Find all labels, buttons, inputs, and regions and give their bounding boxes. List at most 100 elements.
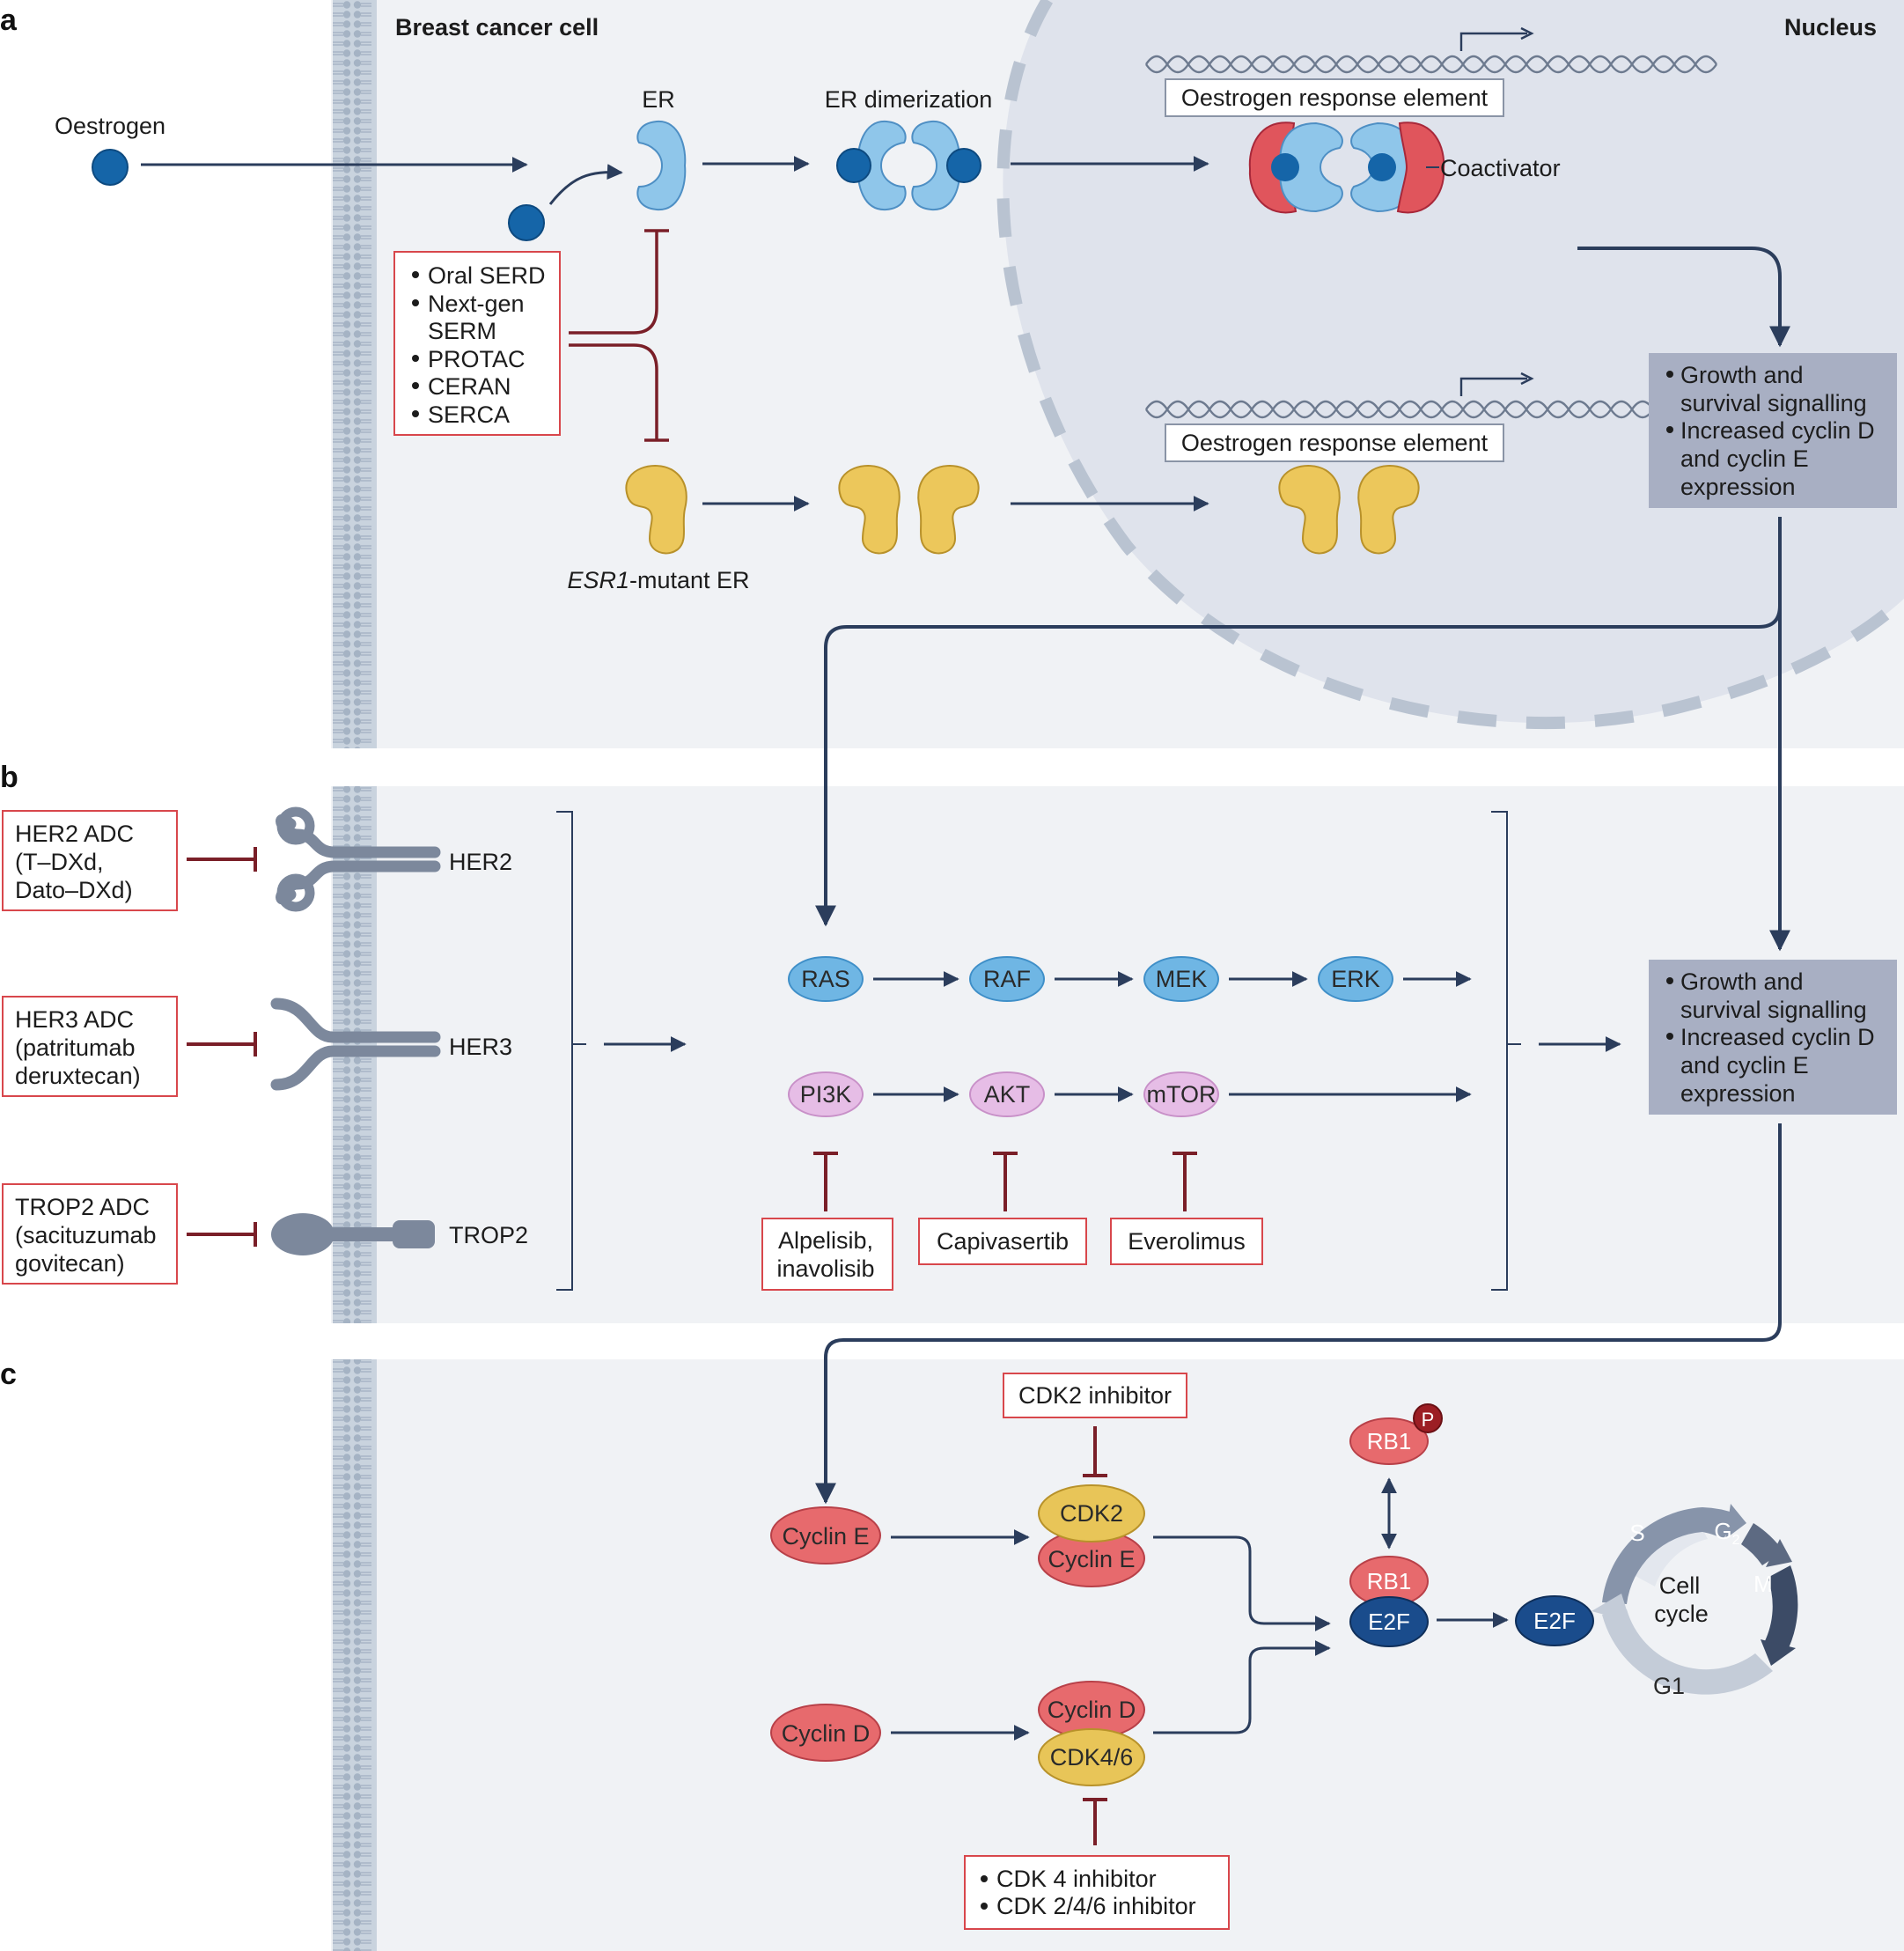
er-dimer-with-coactivator [1248,121,1445,214]
er-inhibition-bracket [569,229,669,442]
outcome-text-b: Growth and survival signalling Increased… [1666,968,1875,1107]
cell-cycle-line2: cycle [1654,1601,1709,1627]
cyclin-e-node [770,1506,881,1564]
her2-adc-line2: (T–DXd, [15,849,104,875]
trop2-adc-line2: (sacituzumab [15,1222,157,1248]
cell-cycle-wheel [1592,1504,1798,1695]
pi3k-inhibitor-box [761,1218,893,1291]
e2f-complex-label: E2F [1368,1609,1410,1635]
pi3k-node [788,1071,864,1117]
panel-letter-b: b [0,761,18,794]
outcome-a-line5: expression [1680,474,1796,500]
cell-membrane-a [333,0,377,748]
trop2-receptor [271,1213,435,1255]
drug-binding-arrow [548,164,623,205]
erk-label: ERK [1331,966,1380,992]
phosphate-label: P [1422,1409,1435,1431]
dna-helix-bottom [1145,372,1717,419]
ere-label-top: Oestrogen response element [1181,85,1489,111]
pi3k-inhibitor-line1: Alpelisib, [778,1227,873,1254]
ras-node [788,956,864,1002]
esr1-mutant-label: ESR1-mutant ER [567,567,749,593]
er-dimerization-label: ER dimerization [825,86,993,113]
cdk46-to-rb1-arrow [1153,1640,1331,1734]
cdk46-cyclin-d-complex: Cyclin D CDK4/6 [1038,1681,1145,1786]
cyclin-e-label: Cyclin E [782,1523,869,1550]
panel-letter-a: a [0,4,18,37]
dna-helix-top [1145,26,1717,74]
akt-inhibitor-label: Capivasertib [937,1228,1069,1255]
her2-adc-box [2,810,178,911]
phase-g2: G2 [1714,1518,1739,1548]
mek-node [1143,956,1219,1002]
cdk2-label: CDK2 [1060,1500,1123,1527]
outcome-text-a: Growth and survival signalling Increased… [1666,362,1875,500]
her3-label: HER3 [449,1034,512,1060]
drug-serca: SERCA [428,401,510,428]
breast-cancer-cell-label: Breast cancer cell [395,14,599,40]
her3-adc-line3: deruxtecan) [15,1063,141,1089]
oestrogen-label: Oestrogen [55,113,165,139]
cdk46-cyclin-d-label: Cyclin D [1048,1697,1136,1723]
her3-receptor [270,998,441,1091]
drug-ceran: CERAN [428,373,511,400]
pi3k-inhibitor-line2: inavolisib [776,1255,874,1282]
pi3k-pathway: PI3K AKT mTOR [788,1071,1472,1117]
outcome-a-line1: Growth and [1680,362,1804,388]
drug-molecule [508,204,545,241]
outcome-box-b [1649,960,1897,1115]
drug-protac: PROTAC [428,346,526,372]
er-drug-box [393,251,561,436]
trop2-label: TROP2 [449,1222,528,1248]
pi3k-inhibitor-lines [813,1152,1197,1211]
mtor-label: mTOR [1147,1081,1217,1108]
cell-cycle-line1: Cell [1659,1572,1701,1599]
coactivator-label: Coactivator [1440,155,1561,181]
cyclin-d-node [770,1704,881,1762]
cdk2-cyclin-e-label: Cyclin E [1048,1546,1135,1572]
trop2-adc-box [2,1183,178,1285]
her2-receptor [276,806,441,912]
ere-box-bottom [1165,423,1504,462]
akt-inhibitor-box [918,1218,1087,1265]
adc-inhibition-lines [187,847,257,1247]
panel-letter-c: c [0,1358,17,1391]
cdk2-to-rb1-arrow [1153,1535,1331,1631]
outcome-b-line2: survival signalling [1680,997,1867,1023]
phase-g1: G1 [1653,1673,1685,1699]
e2f-free-label: E2F [1533,1608,1576,1634]
outcome-b-line4: and cyclin E [1680,1052,1809,1079]
raf-node [969,956,1045,1002]
ras-label: RAS [801,966,850,992]
cdk2-inhibitor-box [1003,1373,1187,1418]
mtor-inhibitor-box [1110,1218,1263,1265]
outcome-b-to-cyclin-e-arrow [815,1123,1782,1505]
her3-adc-line2: (patritumab [15,1034,136,1061]
cdk2-cyclin-e-complex: CDK2 Cyclin E [1038,1484,1145,1587]
erk-node [1318,956,1393,1002]
outcome-box-a [1649,353,1897,508]
nucleus [996,0,1904,730]
drug-oral-serd: Oral SERD [428,262,546,289]
cell-membrane-c [333,1359,377,1951]
cdk246-inhibitor-label: CDK 2/4/6 inhibitor [996,1893,1196,1919]
er-dimer [836,120,981,211]
er-label: ER [642,86,675,113]
outcome-b-line1: Growth and [1680,968,1804,995]
cdk46-inhibitor-line [1083,1798,1107,1845]
mtor-inhibitor-label: Everolimus [1128,1228,1246,1255]
outcome-a-line2: survival signalling [1680,390,1867,416]
mtor-node [1143,1071,1219,1117]
outcome-b-line5: expression [1680,1080,1796,1107]
er-drug-list: Oral SERD Next-gen SERM PROTAC CERAN SER… [412,262,546,428]
phase-s: S [1629,1520,1644,1546]
nucleus-to-outcome-arrow [1577,247,1790,348]
rb1-p-label: RB1 [1367,1428,1412,1454]
outcome-a-to-ras-arrow [815,605,1782,927]
akt-node [969,1071,1045,1117]
ere-label-bottom: Oestrogen response element [1181,430,1489,456]
phase-m: M [1753,1571,1773,1597]
her2-adc-line3: Dato–DXd) [15,877,133,903]
cdk46-label: CDK4/6 [1050,1744,1134,1771]
